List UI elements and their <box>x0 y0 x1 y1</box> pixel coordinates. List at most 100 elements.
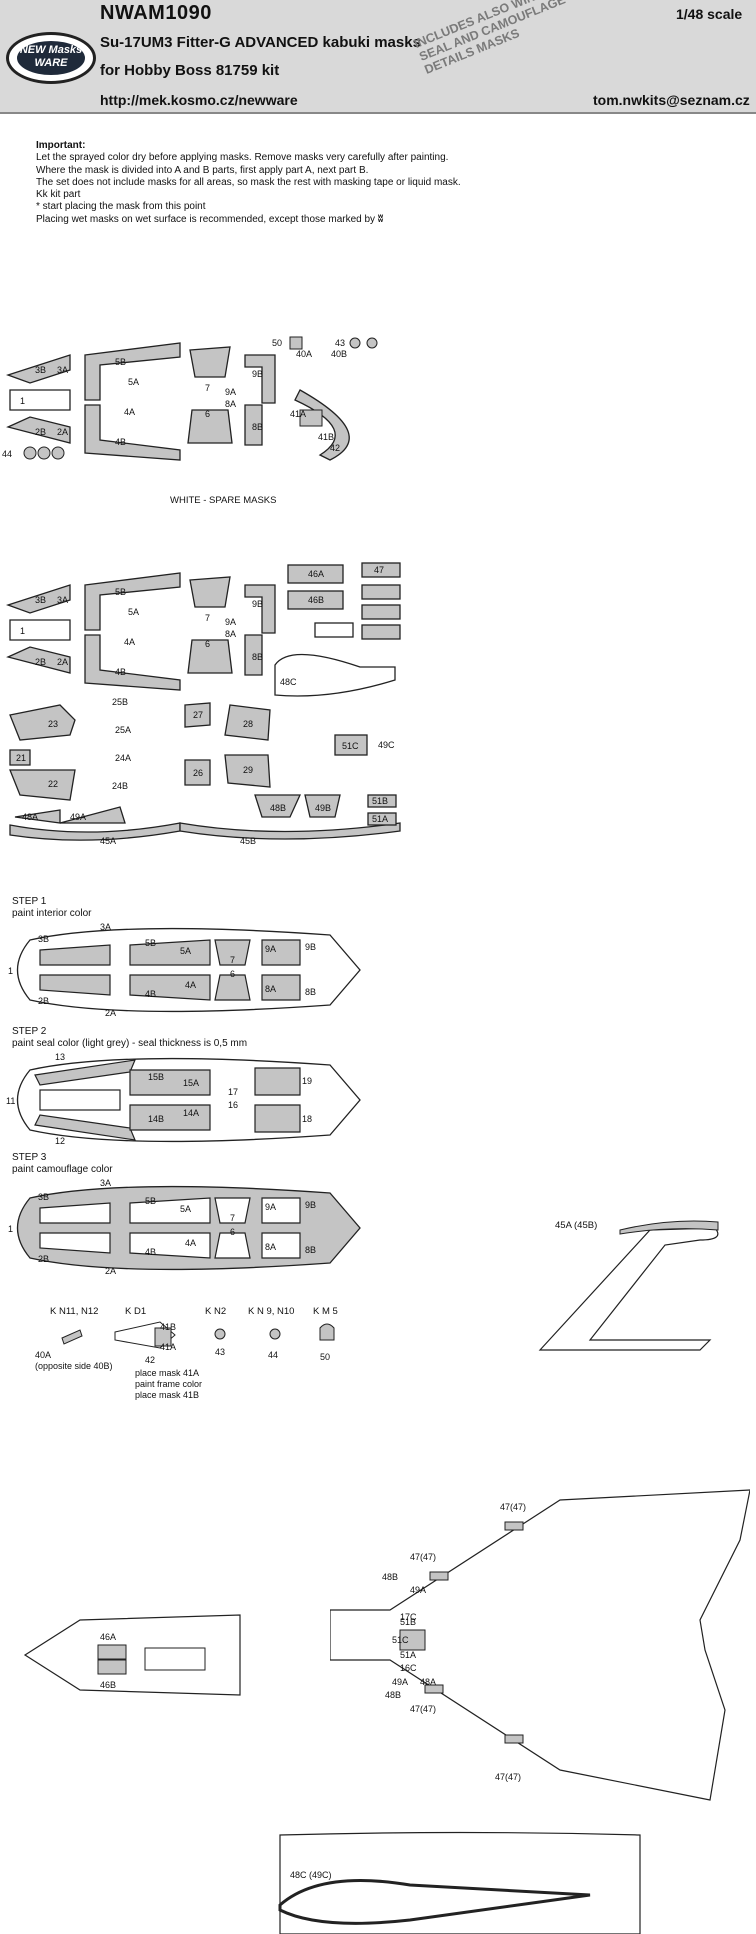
svg-text:2A: 2A <box>105 1008 116 1018</box>
svg-text:17C: 17C <box>400 1612 417 1622</box>
title-line-1: Su-17UM3 Fitter-G ADVANCED kabuki masks <box>100 34 421 51</box>
svg-text:6: 6 <box>230 969 235 979</box>
svg-text:25B: 25B <box>112 697 128 707</box>
label-40B: 40B <box>331 349 347 359</box>
svg-text:21: 21 <box>16 753 26 763</box>
label-40A: 40A <box>296 349 312 359</box>
label-2A: 2A <box>57 427 68 437</box>
label-2B: 2B <box>35 427 46 437</box>
label-9B: 9B <box>252 369 263 379</box>
step-3-desc: paint camouflage color <box>12 1164 113 1175</box>
mask-4-shape <box>84 404 181 461</box>
svg-text:3A: 3A <box>100 922 111 932</box>
step-1-canopy: 3A 3B 1 2B 2A 5B 5A 4B 4A 7 6 9A 8A 9B 8… <box>8 922 361 1018</box>
svg-text:14A: 14A <box>183 1108 199 1118</box>
svg-text:44: 44 <box>268 1350 278 1360</box>
step-2-heading: STEP 2 paint seal color (light grey) - s… <box>12 1026 247 1050</box>
svg-text:3B: 3B <box>38 934 49 944</box>
svg-text:51C: 51C <box>342 741 359 751</box>
mask-8-shape <box>244 404 263 446</box>
svg-text:3B: 3B <box>38 1192 49 1202</box>
svg-text:5B: 5B <box>115 587 126 597</box>
svg-text:16: 16 <box>228 1100 238 1110</box>
step-1-title: STEP 1 <box>12 896 47 907</box>
svg-text:2B: 2B <box>38 996 49 1006</box>
tank-label-46B: 46B <box>100 1680 116 1690</box>
svg-text:14B: 14B <box>148 1114 164 1124</box>
svg-text:5A: 5A <box>180 1204 191 1214</box>
website-link[interactable]: http://mek.kosmo.cz/newware <box>100 92 298 108</box>
dry-mark-icon: ʬ <box>377 213 384 225</box>
svg-text:40A: 40A <box>35 1350 51 1360</box>
svg-text:41B: 41B <box>160 1322 176 1332</box>
svg-text:8A: 8A <box>225 629 236 639</box>
note-line: Kk kit part <box>36 189 81 201</box>
svg-text:45A: 45A <box>100 836 116 846</box>
svg-text:6: 6 <box>205 639 210 649</box>
svg-text:4A: 4A <box>124 637 135 647</box>
step-3-title: STEP 3 <box>12 1152 47 1163</box>
step-2-desc: paint seal color (light grey) - seal thi… <box>12 1038 248 1049</box>
svg-text:45B: 45B <box>240 836 256 846</box>
svg-text:8B: 8B <box>252 652 263 662</box>
svg-text:5A: 5A <box>128 607 139 617</box>
label-7: 7 <box>205 383 210 393</box>
svg-text:25A: 25A <box>115 725 131 735</box>
label-4B: 4B <box>115 437 126 447</box>
svg-text:23: 23 <box>48 719 58 729</box>
svg-text:49A: 49A <box>410 1585 426 1595</box>
email-link[interactable]: tom.nwkits@seznam.cz <box>593 92 750 108</box>
svg-text:9B: 9B <box>305 1200 316 1210</box>
mask-sheet-2: 3B 3A 1 2B 2A 5B 5A 4A 4B 7 9A 8A 6 9B 8… <box>5 562 401 846</box>
svg-text:15A: 15A <box>183 1078 199 1088</box>
label-44: 44 <box>2 449 12 459</box>
important-heading: Important: <box>36 140 86 151</box>
mask-1-shape <box>9 389 71 411</box>
svg-text:49B: 49B <box>315 803 331 813</box>
svg-text:50: 50 <box>320 1352 330 1362</box>
svg-text:51C: 51C <box>392 1635 409 1645</box>
svg-text:24B: 24B <box>112 781 128 791</box>
svg-text:3A: 3A <box>100 1178 111 1188</box>
kit-part-n9-title: K N 9, N10 <box>248 1306 294 1317</box>
svg-text:12: 12 <box>55 1136 65 1146</box>
header-divider <box>0 112 756 114</box>
label-5B: 5B <box>115 357 126 367</box>
svg-text:49C: 49C <box>378 740 395 750</box>
bottom-canopy-drawing: 48C (49C) <box>278 1831 641 1934</box>
label-8A: 8A <box>225 399 236 409</box>
tank-drawing: 46A 46B <box>23 1614 241 1696</box>
mask-5-shape <box>84 342 181 401</box>
svg-text:5A: 5A <box>180 946 191 956</box>
svg-text:48A: 48A <box>420 1677 436 1687</box>
svg-text:51A: 51A <box>372 814 388 824</box>
svg-text:48C: 48C <box>280 677 297 687</box>
svg-text:1: 1 <box>8 1224 13 1234</box>
svg-text:22: 22 <box>48 779 58 789</box>
svg-text:16C: 16C <box>400 1663 417 1673</box>
svg-text:(opposite side 40B): (opposite side 40B) <box>35 1361 113 1371</box>
svg-text:24A: 24A <box>115 753 131 763</box>
svg-text:4A: 4A <box>185 1238 196 1248</box>
svg-text:4B: 4B <box>115 667 126 677</box>
product-code: NWAM1090 <box>100 2 212 24</box>
note-line: Where the mask is divided into A and B p… <box>36 164 369 176</box>
svg-text:7: 7 <box>230 1213 235 1223</box>
svg-text:47(47): 47(47) <box>500 1502 526 1512</box>
fin-drawing: 45A (45B) <box>538 1220 719 1351</box>
label-41B: 41B <box>318 432 334 442</box>
step-1-desc: paint interior color <box>12 908 92 919</box>
svg-text:47(47): 47(47) <box>495 1772 521 1782</box>
label-5A: 5A <box>128 377 139 387</box>
logo-line-2: WARE <box>34 57 68 69</box>
label-4A: 4A <box>124 407 135 417</box>
mask-2-shape <box>6 416 71 444</box>
label-3A: 3A <box>57 365 68 375</box>
tank-label-46A: 46A <box>100 1632 116 1642</box>
step-2-title: STEP 2 <box>12 1026 47 1037</box>
svg-text:5B: 5B <box>145 938 156 948</box>
step-2-canopy: 13 11 12 15B 15A 14B 14A 17 16 19 18 <box>6 1052 361 1146</box>
mask-44-shape <box>23 446 37 460</box>
step-1-heading: STEP 1 paint interior color <box>12 896 91 920</box>
kit-part-n2-title: K N2 <box>205 1306 226 1317</box>
